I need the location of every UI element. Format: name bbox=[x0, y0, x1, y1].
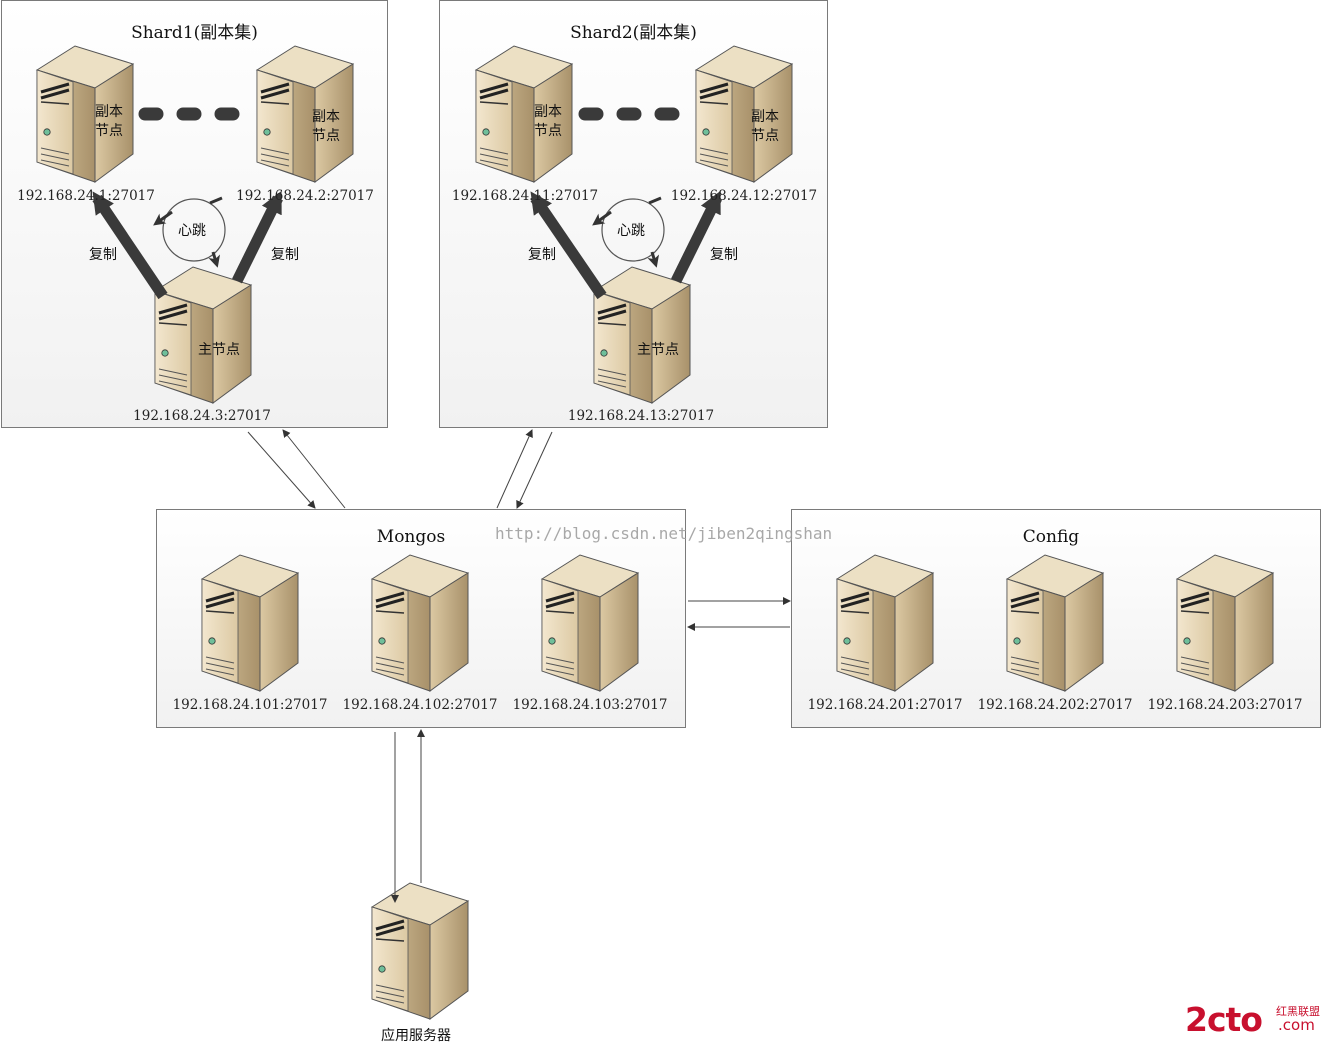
shard1-heartbeat-label: 心跳 bbox=[178, 223, 206, 239]
site-logo: 2cto 红黑联盟 .com bbox=[1185, 1000, 1320, 1039]
config-server-address: 192.168.24.203:27017 bbox=[1147, 697, 1303, 713]
server-icon bbox=[255, 44, 355, 184]
mongos-title: Mongos bbox=[376, 527, 446, 547]
shard2-to-mongos-arrow bbox=[516, 431, 553, 509]
shard1-replica-a-label: 副本 节点 bbox=[95, 104, 123, 139]
server-icon bbox=[835, 553, 935, 693]
app-server-label: 应用服务器 bbox=[381, 1028, 451, 1044]
server-icon bbox=[1005, 553, 1105, 693]
shard2-replicate-label-left: 复制 bbox=[528, 247, 556, 263]
server-icon bbox=[694, 44, 794, 184]
shard1-to-mongos-arrow bbox=[247, 431, 316, 509]
shard2-replica-b-address: 192.168.24.12:27017 bbox=[670, 188, 818, 204]
server-icon bbox=[35, 44, 135, 184]
watermark-url: http://blog.csdn.net/jiben2qingshan bbox=[495, 524, 833, 543]
shard2-replica-b-label: 副本 节点 bbox=[751, 109, 779, 144]
shard1-primary-label: 主节点 bbox=[198, 342, 240, 358]
config-title: Config bbox=[1022, 527, 1080, 547]
shard1-replicate-label-right: 复制 bbox=[271, 247, 299, 263]
shard1-replica-b-address: 192.168.24.2:27017 bbox=[236, 188, 374, 204]
mongos-to-shard1-arrow bbox=[282, 429, 346, 509]
mongos-to-shard2-arrow bbox=[496, 429, 533, 509]
shard2-replica-a-address: 192.168.24.11:27017 bbox=[451, 188, 599, 204]
mongos-server-address: 192.168.24.102:27017 bbox=[342, 697, 498, 713]
shard1-replica-b-label: 副本 节点 bbox=[312, 109, 340, 144]
shard2-replicate-label-right: 复制 bbox=[710, 247, 738, 263]
shard2-title: Shard2(副本集) bbox=[570, 23, 697, 43]
server-icon bbox=[1175, 553, 1275, 693]
shard2-primary-address: 192.168.24.13:27017 bbox=[567, 408, 715, 424]
mongos-server-address: 192.168.24.103:27017 bbox=[512, 697, 668, 713]
config-server-address: 192.168.24.202:27017 bbox=[977, 697, 1133, 713]
shard1-replica-a-address: 192.168.24.1:27017 bbox=[17, 188, 155, 204]
shard1-title: Shard1(副本集) bbox=[131, 23, 258, 43]
server-icon bbox=[540, 553, 640, 693]
server-icon bbox=[370, 553, 470, 693]
server-icon bbox=[474, 44, 574, 184]
shard2-replica-a-label: 副本 节点 bbox=[534, 104, 562, 139]
server-icon bbox=[153, 265, 253, 405]
shard1-replicate-label-left: 复制 bbox=[89, 247, 117, 263]
shard1-primary-address: 192.168.24.3:27017 bbox=[133, 408, 271, 424]
shard2-heartbeat-label: 心跳 bbox=[617, 223, 645, 239]
server-icon bbox=[592, 265, 692, 405]
server-icon bbox=[200, 553, 300, 693]
config-server-address: 192.168.24.201:27017 bbox=[807, 697, 963, 713]
mongos-server-address: 192.168.24.101:27017 bbox=[172, 697, 328, 713]
server-icon bbox=[370, 881, 470, 1021]
shard2-primary-label: 主节点 bbox=[637, 342, 679, 358]
